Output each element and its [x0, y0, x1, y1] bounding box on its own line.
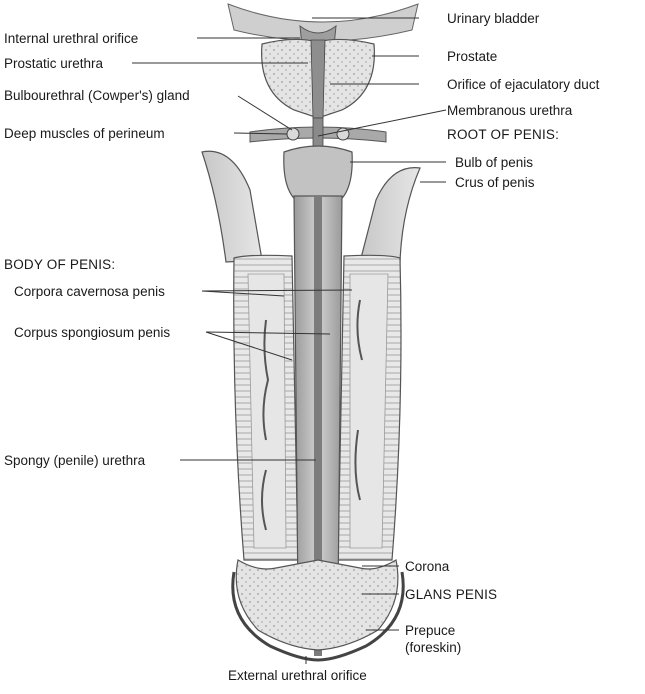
label-urinary-bladder: Urinary bladder	[447, 11, 540, 26]
prostatic-urethra-shape	[310, 39, 326, 119]
glans-penis-shape	[235, 559, 399, 651]
label-bulb-of-penis: Bulb of penis	[455, 155, 534, 170]
prepuce-shape	[231, 571, 405, 662]
bulb-of-penis-shape	[283, 145, 353, 203]
label-prostatic-urethra: Prostatic urethra	[4, 56, 104, 71]
label-body-of-penis: BODY OF PENIS:	[4, 257, 116, 272]
label-deep-muscles-perineum: Deep muscles of perineum	[4, 126, 165, 141]
cavernosa-core-left	[247, 273, 287, 549]
urinary-bladder-shape	[227, 3, 419, 42]
label-glans-penis: GLANS PENIS	[405, 587, 498, 602]
crus-right-shape	[359, 167, 421, 263]
bulbourethral-gland-right	[336, 127, 350, 141]
label-corpus-spongiosum: Corpus spongiosum penis	[14, 325, 171, 340]
label-corpora-cavernosa: Corpora cavernosa penis	[14, 284, 165, 299]
spongy-urethra-shape	[314, 196, 322, 656]
label-internal-urethral-orifice: Internal urethral orifice	[4, 31, 139, 46]
label-foreskin: (foreskin)	[405, 640, 462, 655]
label-orifice-ejaculatory-duct: Orifice of ejaculatory duct	[447, 77, 600, 92]
label-membranous-urethra: Membranous urethra	[447, 103, 573, 118]
label-crus-of-penis: Crus of penis	[455, 175, 535, 190]
label-prepuce: Prepuce	[405, 623, 456, 638]
label-bulbourethral-gland: Bulbourethral (Cowper's) gland	[4, 88, 190, 103]
deep-artery-right	[354, 299, 363, 501]
membranous-urethra-shape	[312, 117, 324, 147]
leader-lines	[132, 17, 447, 664]
label-prostate: Prostate	[447, 49, 498, 64]
bulbourethral-gland-left	[286, 127, 300, 141]
label-spongy-urethra: Spongy (penile) urethra	[4, 453, 146, 468]
deep-artery-left	[261, 319, 270, 531]
cavernosa-core-right	[349, 273, 389, 549]
crus-left-shape	[201, 150, 263, 263]
label-corona: Corona	[405, 559, 450, 574]
label-root-of-penis: ROOT OF PENIS:	[447, 127, 560, 142]
label-external-urethral-orifice: External urethral orifice	[228, 668, 367, 683]
